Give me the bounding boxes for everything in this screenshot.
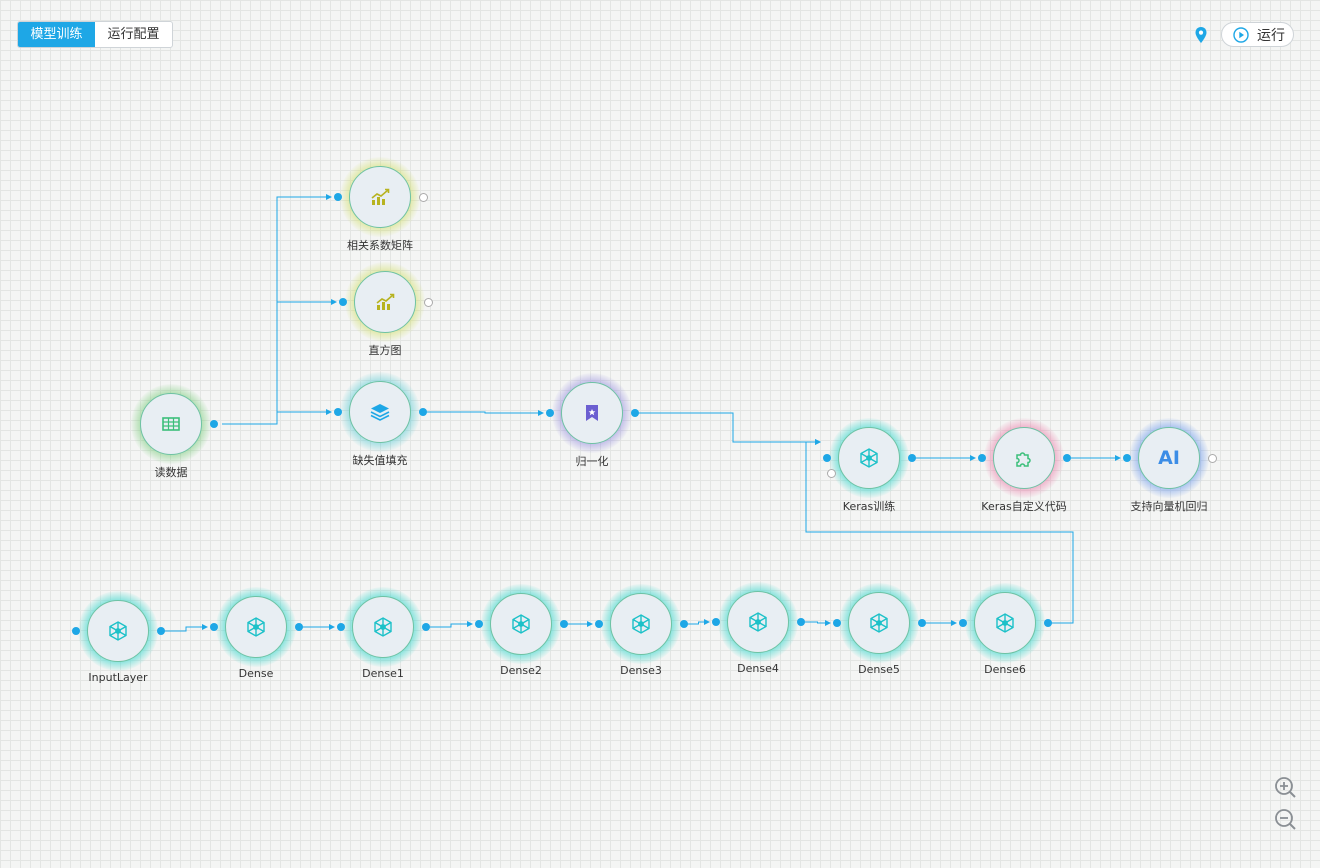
location-pin-icon[interactable] <box>1192 26 1210 44</box>
input-port-secondary[interactable] <box>827 469 836 478</box>
edge-d4-d5[interactable] <box>801 620 831 626</box>
node-circle[interactable]: AI <box>1138 427 1200 489</box>
input-port[interactable] <box>833 619 841 627</box>
output-port[interactable] <box>918 619 926 627</box>
node-label: Dense4 <box>737 662 779 675</box>
node-label: 支持向量机回归 <box>1130 500 1208 513</box>
node-label: Dense1 <box>362 667 404 680</box>
network-icon <box>746 610 770 634</box>
output-port[interactable] <box>157 627 165 635</box>
node-label: Dense2 <box>500 664 542 677</box>
output-port[interactable] <box>797 618 805 626</box>
node-label: 相关系数矩阵 <box>347 239 413 252</box>
output-port[interactable] <box>419 408 427 416</box>
run-label: 运行 <box>1257 27 1285 44</box>
node-label: 读数据 <box>154 466 188 479</box>
network-icon <box>629 612 653 636</box>
input-port[interactable] <box>1123 454 1131 462</box>
node-label: 缺失值填充 <box>352 454 408 467</box>
node-label: 归一化 <box>575 455 609 468</box>
input-port[interactable] <box>959 619 967 627</box>
ai-icon: AI <box>1158 447 1180 469</box>
input-port[interactable] <box>210 623 218 631</box>
network-icon <box>993 611 1017 635</box>
input-port[interactable] <box>72 627 80 635</box>
network-icon <box>867 611 891 635</box>
output-port[interactable] <box>295 623 303 631</box>
tab-run-config[interactable]: 运行配置 <box>107 27 160 42</box>
edge-d6-keras[interactable] <box>805 439 1074 624</box>
node-circle[interactable] <box>974 592 1036 654</box>
output-port[interactable] <box>680 620 688 628</box>
node-circle[interactable] <box>848 592 910 654</box>
input-port[interactable] <box>475 620 483 628</box>
output-port[interactable] <box>1063 454 1071 462</box>
input-port[interactable] <box>823 454 831 462</box>
input-port[interactable] <box>978 454 986 462</box>
node-circle[interactable] <box>727 591 789 653</box>
node-label: Dense3 <box>620 664 662 677</box>
input-port[interactable] <box>339 298 347 306</box>
input-port[interactable] <box>712 618 720 626</box>
node-circle[interactable] <box>993 427 1055 489</box>
node-circle[interactable] <box>87 600 149 662</box>
node-label: InputLayer <box>88 671 148 684</box>
node-circle[interactable] <box>225 596 287 658</box>
output-port[interactable] <box>631 409 639 417</box>
edge-read-hist[interactable] <box>222 299 337 425</box>
output-port[interactable] <box>1044 619 1052 627</box>
input-port[interactable] <box>337 623 345 631</box>
bar-chart-icon <box>373 290 397 314</box>
bar-chart-icon <box>368 185 392 209</box>
output-port[interactable] <box>1208 454 1217 463</box>
edge-norm-keras[interactable] <box>635 412 821 445</box>
puzzle-icon <box>1012 446 1036 470</box>
node-label: Dense5 <box>858 663 900 676</box>
node-label: Keras训练 <box>842 500 896 513</box>
input-port[interactable] <box>334 193 342 201</box>
tab-model-training[interactable]: 模型训练 <box>18 22 95 47</box>
network-icon <box>857 446 881 470</box>
run-button[interactable]: 运行 <box>1221 22 1294 47</box>
node-circle[interactable] <box>561 382 623 444</box>
table-icon <box>159 412 183 436</box>
node-label: Keras自定义代码 <box>981 500 1067 513</box>
layers-icon <box>368 400 392 424</box>
node-circle[interactable] <box>352 596 414 658</box>
edge-read-fill[interactable] <box>222 409 332 425</box>
node-label: 直方图 <box>368 344 402 357</box>
output-port[interactable] <box>424 298 433 307</box>
edge-d1-d2[interactable] <box>426 621 473 628</box>
play-icon <box>1233 26 1249 43</box>
input-port[interactable] <box>334 408 342 416</box>
node-label: Dense <box>238 667 274 680</box>
node-circle[interactable] <box>140 393 202 455</box>
tab-bar: 模型训练 运行配置 <box>17 21 173 48</box>
node-circle[interactable] <box>610 593 672 655</box>
input-port[interactable] <box>546 409 554 417</box>
network-icon <box>371 615 395 639</box>
output-port[interactable] <box>560 620 568 628</box>
bookmark-icon <box>580 401 604 425</box>
output-port[interactable] <box>422 623 430 631</box>
input-port[interactable] <box>595 620 603 628</box>
node-label: Dense6 <box>984 663 1026 676</box>
edge-fill-norm[interactable] <box>423 410 544 416</box>
zoom-in-icon[interactable] <box>1274 776 1296 798</box>
node-circle[interactable] <box>349 381 411 443</box>
node-circle[interactable] <box>490 593 552 655</box>
edge-d3-d4[interactable] <box>684 619 710 625</box>
node-circle[interactable] <box>349 166 411 228</box>
edge-input-d0[interactable] <box>161 624 208 632</box>
network-icon <box>509 612 533 636</box>
output-port[interactable] <box>210 420 218 428</box>
node-circle[interactable] <box>354 271 416 333</box>
network-icon <box>244 615 268 639</box>
output-port[interactable] <box>908 454 916 462</box>
node-circle[interactable] <box>838 427 900 489</box>
network-icon <box>106 619 130 643</box>
output-port[interactable] <box>419 193 428 202</box>
zoom-out-icon[interactable] <box>1274 808 1296 830</box>
